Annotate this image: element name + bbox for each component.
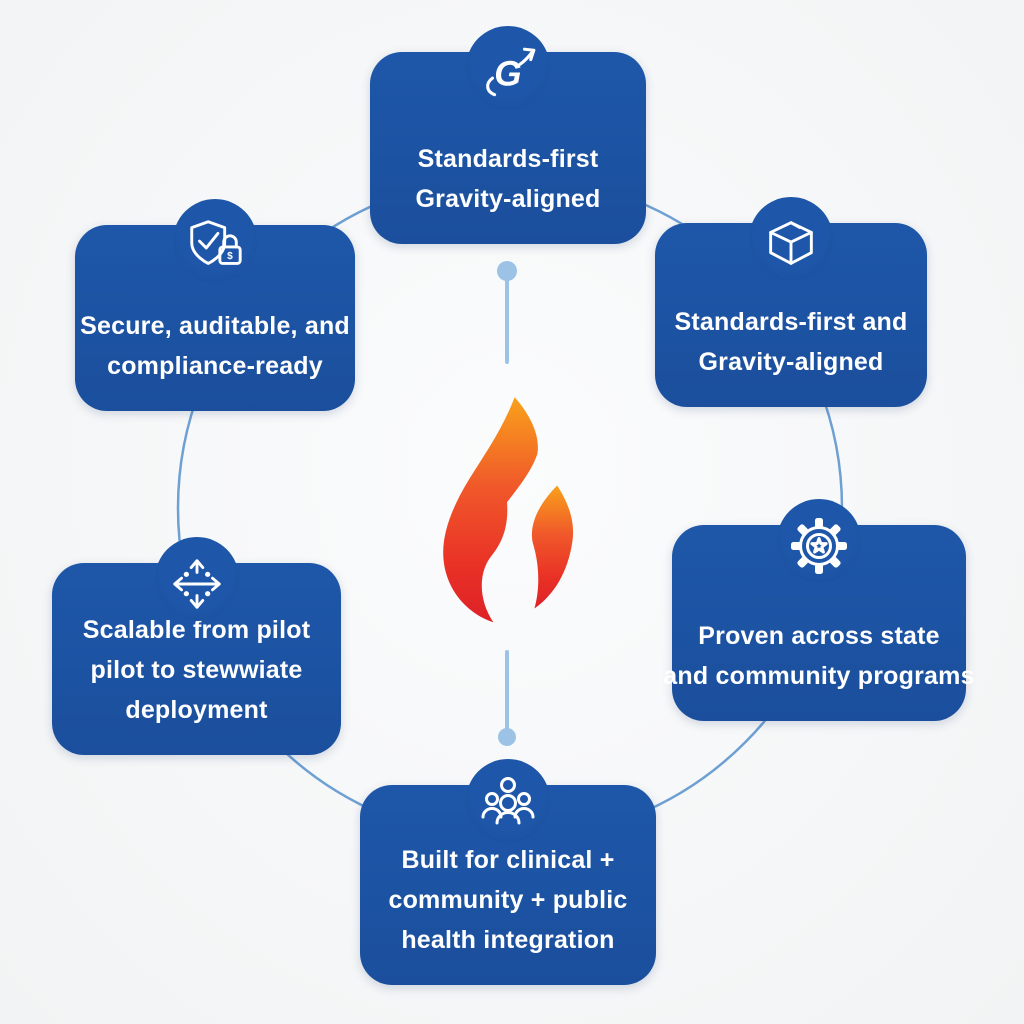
card-text-line: Standards-first [417,145,599,173]
card-text-line: Gravity-aligned [415,185,601,213]
card-text-line: Standards-first and [674,308,908,336]
icon-badge [154,537,239,621]
shield-check-lock-icon: $ [190,220,242,265]
card-text-line: and community programs [663,662,975,690]
card-secure-auditable: $ Secure, auditable, and compliance-read… [75,199,355,411]
lock-dollar-glyph: $ [227,251,233,262]
flame-icon [428,392,580,626]
card-scalable-deployment: Scalable from pilot pilot to stewwiate d… [52,537,341,755]
card-standards-first-and: Standards-first and Gravity-aligned [655,197,927,407]
cube-icon [769,221,813,265]
icon-badge [749,197,833,281]
card-text-line: Gravity-aligned [698,348,884,376]
card-text-line: community + public [388,886,628,914]
card-text-line: pilot to stewwiate [90,656,303,684]
icon-badge [777,499,861,583]
card-clinical-integration: Built for clinical + community + public … [360,759,656,985]
people-group-icon [481,777,535,825]
card-standards-first: G Standards-first Gravity-aligned [370,26,646,244]
g-letter: G [494,54,522,93]
card-text-line: Proven across state [698,622,940,650]
card-proven-programs: Proven across state and community progra… [663,499,975,721]
card-text-line: deployment [125,696,268,724]
icon-badge: G [466,26,550,110]
card-text-line: compliance-ready [107,352,323,380]
gravity-g-arrow-icon: G [486,47,536,97]
card-text-line: Secure, auditable, and [80,312,350,340]
scale-move-arrows-icon [172,559,221,609]
gear-star-icon [791,518,847,574]
card-text-line: Built for clinical + [401,846,615,874]
icon-badge: $ [173,199,257,283]
icon-badge [466,759,550,843]
card-text-line: health integration [401,926,615,954]
